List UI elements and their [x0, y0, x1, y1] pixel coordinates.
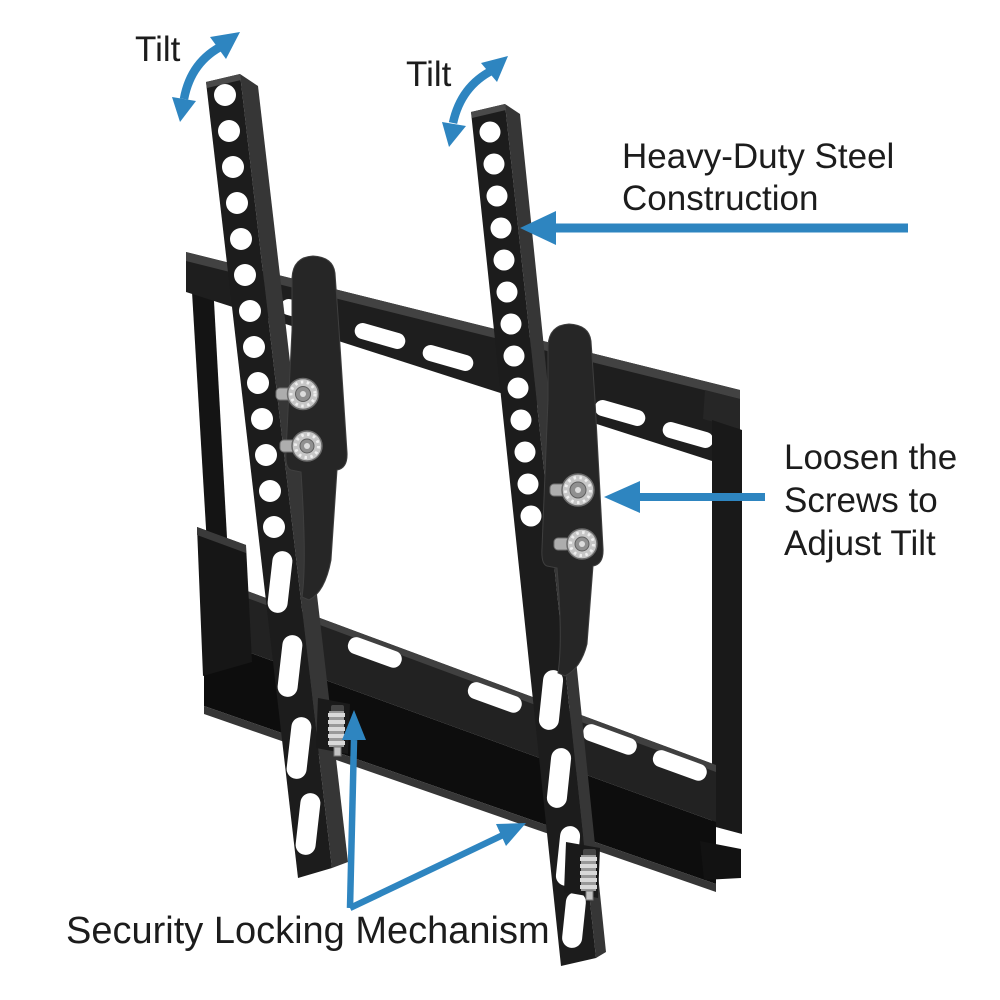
left-tilt-bracket	[275, 255, 348, 601]
loosen-line-1: Loosen the	[784, 438, 958, 477]
right-tilt-bracket	[541, 323, 604, 677]
label-security-locking-mechanism: Security Locking Mechanism	[66, 911, 550, 951]
left-rail-slots	[267, 551, 321, 855]
right-rail-holes	[479, 121, 542, 527]
tilt-left-text: Tilt	[135, 30, 181, 69]
wall-plate-right-foot	[700, 841, 741, 880]
bottom-rail-left-end-tab	[197, 527, 252, 676]
annotation-arrows	[172, 32, 908, 911]
heavy-duty-callout-arrow	[520, 211, 908, 245]
left-tilt-screw-upper	[275, 377, 320, 411]
loosen-line-3: Adjust Tilt	[784, 524, 936, 563]
left-rail-holes	[214, 84, 285, 538]
loosen-screws-callout-arrow	[604, 481, 765, 513]
wall-plate-bottom-rail	[204, 575, 716, 822]
security-callout-arrow-right	[348, 823, 526, 911]
left-tilt-bracket-arm	[285, 255, 348, 601]
security-locking-text: Security Locking Mechanism	[66, 910, 550, 952]
bottom-rail-mounting-slots	[347, 637, 707, 781]
left-tilt-screw-lower	[279, 430, 323, 462]
top-rail-end-cap	[703, 390, 740, 429]
wall-plate-right-upright	[712, 420, 742, 834]
heavy-duty-line-2: Construction	[622, 179, 819, 218]
right-security-screw	[564, 842, 600, 901]
heavy-duty-line-1: Heavy-Duty Steel	[622, 137, 895, 176]
label-loosen-screws-adjust-tilt: Loosen the Screws to Adjust Tilt	[784, 436, 957, 565]
tilt-arrow-top-middle	[442, 56, 508, 147]
tilt-arrow-top-left	[172, 32, 240, 122]
wall-plate-left-flange	[190, 258, 228, 562]
wall-plate-bottom-rail-highlight	[204, 575, 716, 772]
loosen-line-2: Screws to	[784, 481, 938, 520]
bottom-rail-left-end-tab-highlight	[197, 527, 246, 553]
left-security-screw	[316, 698, 350, 757]
label-tilt-left: Tilt	[135, 31, 180, 69]
right-rail-top-cap	[471, 104, 506, 118]
right-tilt-screw-upper	[549, 473, 595, 507]
security-callout-arrow-left	[342, 710, 366, 909]
left-rail-top-cap	[206, 74, 241, 88]
right-tilt-screw-lower	[553, 528, 598, 560]
label-tilt-middle: Tilt	[406, 56, 451, 94]
tilt-middle-text: Tilt	[406, 55, 452, 94]
label-heavy-duty-steel-construction: Heavy-Duty Steel Construction	[622, 136, 894, 220]
